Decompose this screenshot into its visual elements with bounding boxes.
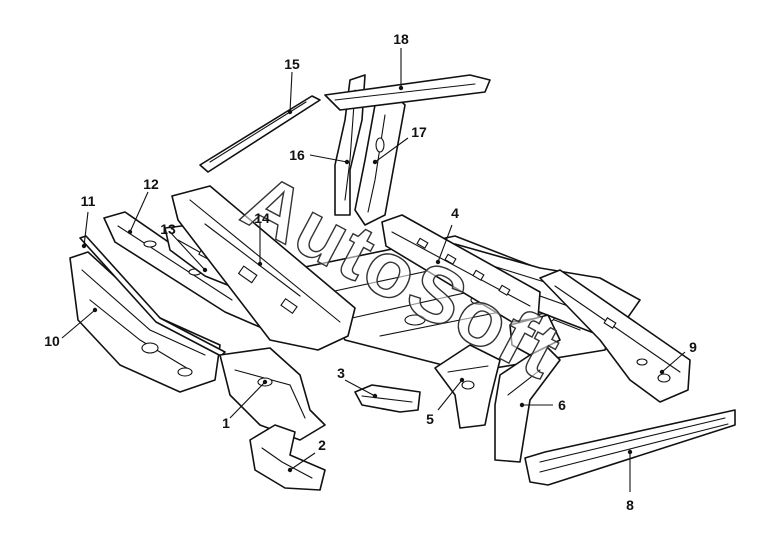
part-8-side-sill (524, 409, 736, 486)
callout-15: 15 (284, 56, 300, 72)
part-4-floor-cross-member (381, 214, 541, 323)
part-3-small-cross-member (354, 384, 421, 413)
callout-11: 11 (81, 193, 96, 209)
part-10-front-firewall-panel (69, 251, 221, 393)
callout-13: 13 (160, 221, 176, 237)
callout-14: 14 (254, 210, 270, 226)
callout-12: 12 (143, 176, 159, 192)
callout-4: 4 (451, 205, 459, 221)
callout-labels: 1 2 3 4 5 6 8 9 10 11 12 13 14 15 16 17 … (44, 31, 697, 513)
callout-3: 3 (337, 365, 345, 381)
callout-1: 1 (222, 415, 230, 431)
part-1-front-wheel-arch (219, 347, 326, 441)
part-9-rear-side-member (539, 269, 691, 403)
callout-18: 18 (393, 31, 409, 47)
callout-9: 9 (689, 339, 697, 355)
callout-8: 8 (626, 497, 634, 513)
leader-lines (61, 48, 686, 492)
part-18-roof-rail (324, 74, 491, 111)
callout-17: 17 (411, 124, 427, 140)
callout-10: 10 (44, 333, 60, 349)
part-2-inner-bracket (249, 424, 326, 491)
part-11-seal-strip (79, 235, 226, 357)
part-6-bracket-assembly (494, 314, 561, 463)
leader-dots (81, 85, 665, 473)
callout-5: 5 (426, 411, 434, 427)
part-12-upper-cowl (103, 211, 273, 329)
callout-2: 2 (318, 437, 326, 453)
part-5-seat-bracket (434, 344, 501, 429)
callout-16: 16 (289, 147, 305, 163)
part-14-windshield-lower-frame (171, 185, 356, 351)
callout-6: 6 (558, 397, 566, 413)
